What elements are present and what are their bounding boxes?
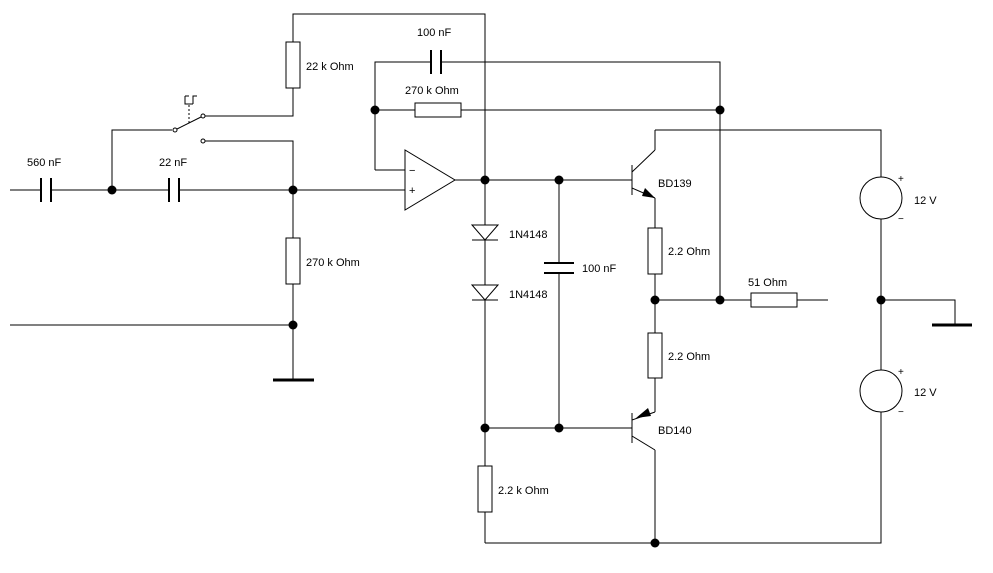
resistor-re1 (647, 227, 663, 275)
transistor-q2 (631, 408, 656, 451)
junction-dot (554, 175, 564, 185)
transistor-q1 (631, 149, 656, 199)
junction-dot (107, 185, 117, 195)
resistor-r-fb (414, 102, 462, 118)
label-c-fb: 100 nF (417, 27, 452, 39)
junction-dot (554, 423, 564, 433)
label-c-in: 560 nF (27, 157, 62, 169)
label-re2: 2.2 Ohm (668, 351, 710, 363)
label-v2: 12 V (914, 387, 937, 399)
voltage-source-v2 (859, 369, 903, 413)
label-r-top: 22 k Ohm (306, 61, 354, 73)
diode-d2 (470, 284, 500, 301)
junction-dot (370, 105, 380, 115)
label-d2: 1N4148 (509, 289, 548, 301)
label-q1: BD139 (658, 178, 692, 190)
junction-dot (650, 538, 660, 548)
switch (172, 95, 206, 144)
wires (10, 13, 956, 544)
opamp-minus-sign: − (409, 165, 415, 177)
junction-dot (715, 295, 725, 305)
v1-minus-sign: − (898, 214, 904, 225)
diode-d1 (470, 224, 500, 241)
opamp (404, 149, 456, 211)
junction-dot (650, 295, 660, 305)
resistor-re2 (647, 332, 663, 379)
resistor-r-low (477, 465, 493, 513)
opamp-plus-sign: + (409, 185, 415, 197)
resistor-r-out (750, 292, 798, 308)
label-r-bias: 270 k Ohm (306, 257, 360, 269)
v1-plus-sign: + (898, 174, 904, 185)
voltage-source-v1 (859, 176, 903, 220)
capacitor-c-mid (544, 262, 574, 274)
junction-dot (480, 423, 490, 433)
label-r-fb: 270 k Ohm (405, 85, 459, 97)
junction-dots (107, 105, 886, 548)
capacitor-c-hp (168, 178, 180, 202)
label-c-hp: 22 nF (159, 157, 187, 169)
label-re1: 2.2 Ohm (668, 246, 710, 258)
junction-dot (876, 295, 886, 305)
junction-dot (480, 175, 490, 185)
v2-minus-sign: − (898, 407, 904, 418)
capacitor-c-fb (430, 50, 442, 74)
junction-dot (288, 185, 298, 195)
label-r-out: 51 Ohm (748, 277, 787, 289)
label-v1: 12 V (914, 195, 937, 207)
label-c-mid: 100 nF (582, 263, 617, 275)
resistor-r-bias (285, 237, 301, 285)
resistor-r-top (285, 41, 301, 89)
capacitor-c-in (40, 178, 52, 202)
v2-plus-sign: + (898, 367, 904, 378)
label-q2: BD140 (658, 425, 692, 437)
junction-dot (715, 105, 725, 115)
label-d1: 1N4148 (509, 229, 548, 241)
label-r-low: 2.2 k Ohm (498, 485, 549, 497)
junction-dot (288, 320, 298, 330)
